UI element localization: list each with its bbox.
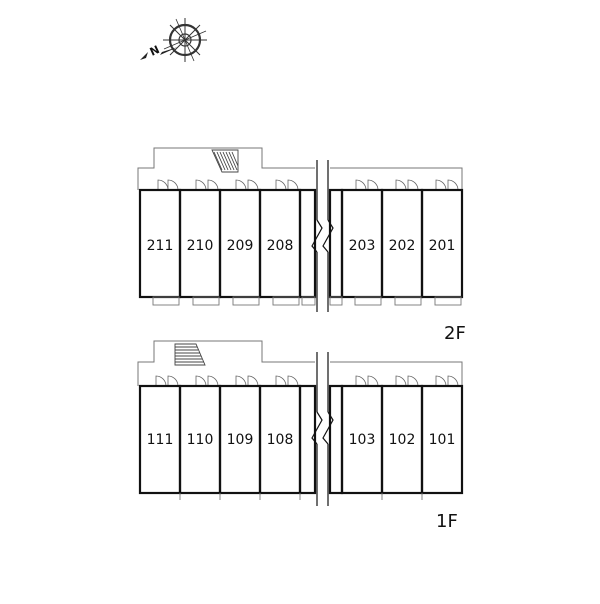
unit-label-108: 108 [267,432,294,448]
balconies [152,296,462,306]
staircase-icon [174,343,206,366]
unit-label-202: 202 [389,238,416,254]
corridor-outline [137,147,463,190]
compass-rose-icon [160,18,207,62]
floor-2f: 211 210 209 208 203 202 201 2F [137,147,466,344]
compass-north-label: N [148,43,162,59]
door-swings [157,179,459,191]
unit-box [328,188,344,299]
floor-label-2f: 2F [444,323,466,344]
unit-label-111: 111 [147,432,174,448]
floor-1f: 111 110 109 108 103 102 101 1F [137,340,464,532]
corridor-outline [137,340,463,386]
break-symbol [311,352,334,506]
unit-box [298,384,317,495]
staircase-icon [211,149,239,173]
compass: N [140,18,207,62]
unit-label-101: 101 [429,432,456,448]
door-swings [155,375,459,387]
unit-label-102: 102 [389,432,416,448]
unit-stubs [179,493,423,500]
compass-arrow-icon [140,52,148,60]
unit-box [328,384,344,495]
unit-label-103: 103 [349,432,376,448]
floor-label-1f: 1F [436,511,458,532]
unit-label-210: 210 [187,238,214,254]
unit-label-109: 109 [227,432,254,448]
unit-label-201: 201 [429,238,456,254]
unit-label-209: 209 [227,238,254,254]
unit-label-203: 203 [349,238,376,254]
unit-label-208: 208 [267,238,294,254]
unit-label-110: 110 [187,432,214,448]
break-symbol [311,160,334,312]
unit-box [420,384,464,495]
unit-label-211: 211 [147,238,174,254]
